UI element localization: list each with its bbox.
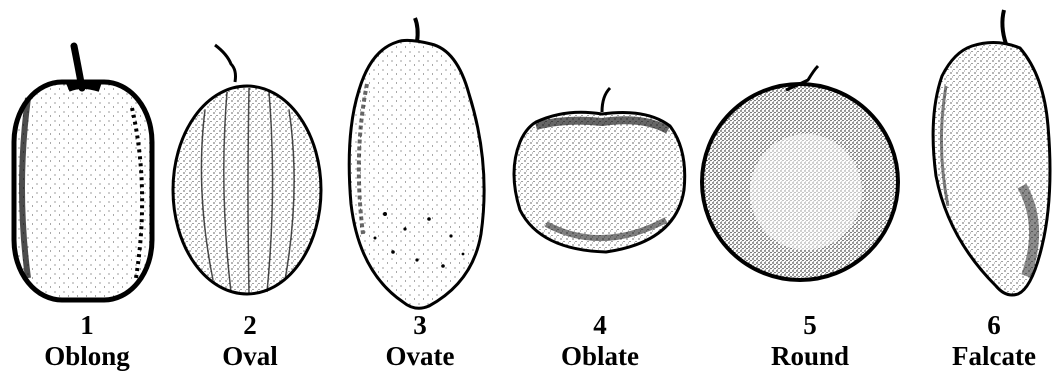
shape-number: 6 [914,312,1064,339]
oblate-fruit-icon [506,82,692,258]
shape-label-3: 3 Ovate [340,312,500,371]
shape-number: 4 [520,312,680,339]
shape-label-2: 2 Oval [170,312,330,371]
shape-number: 1 [7,312,167,339]
shape-label-5: 5 Round [730,312,890,371]
shape-label-4: 4 Oblate [520,312,680,371]
shape-name: Oblate [520,341,680,371]
shape-name: Oblong [7,341,167,371]
shape-number: 3 [340,312,500,339]
shape-name: Oval [170,341,330,371]
shape-label-6: 6 Falcate [914,312,1064,371]
shape-name: Ovate [340,341,500,371]
falcate-fruit-icon [926,6,1062,298]
shape-name: Round [730,341,890,371]
shape-name: Falcate [914,341,1064,371]
ovate-fruit-icon [345,14,495,310]
shape-label-1: 1 Oblong [7,312,167,371]
shape-number: 5 [730,312,890,339]
round-fruit-icon [696,62,908,284]
oblong-fruit-icon [8,38,158,308]
oval-fruit-icon [165,40,335,300]
shape-number: 2 [170,312,330,339]
